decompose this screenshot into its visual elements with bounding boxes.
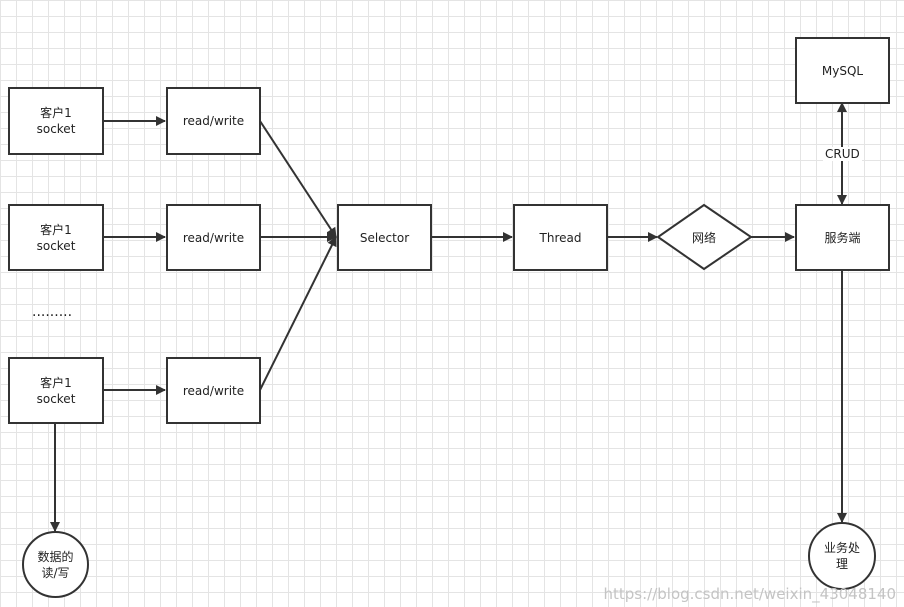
selector-box: Selector: [337, 204, 432, 271]
thread-box: Thread: [513, 204, 608, 271]
data-rw-circle: 数据的 读/写: [22, 531, 89, 598]
read-write-label: read/write: [182, 230, 245, 245]
read-write-label: read/write: [182, 383, 245, 398]
selector-label: Selector: [359, 230, 410, 245]
read-write-box-2: read/write: [166, 204, 261, 271]
server-box: 服务端: [795, 204, 890, 271]
read-write-box-3: read/write: [166, 357, 261, 424]
watermark: https://blog.csdn.net/weixin_43048140: [603, 585, 896, 603]
client-socket-box-1: 客户1 socket: [8, 87, 104, 155]
client-socket-label: 客户1 socket: [36, 375, 76, 406]
network-label: 网络: [691, 231, 716, 245]
arrow-rw1-selector: [259, 120, 337, 238]
network-diamond: [656, 203, 753, 271]
business-label: 业务处 理: [823, 541, 860, 571]
read-write-box-1: read/write: [166, 87, 261, 155]
client-socket-box-2: 客户1 socket: [8, 204, 104, 271]
client-socket-label: 客户1 socket: [36, 106, 76, 136]
client-socket-label: 客户1 socket: [36, 222, 76, 253]
data-rw-label: 数据的 读/写: [37, 549, 74, 580]
business-circle: 业务处 理: [808, 522, 876, 590]
ellipsis-separator: .........: [32, 304, 73, 320]
thread-label: Thread: [539, 230, 582, 245]
server-label: 服务端: [824, 230, 861, 245]
mysql-box: MySQL: [795, 37, 890, 104]
arrow-rw3-selector: [259, 236, 337, 391]
crud-label: CRUD: [823, 147, 862, 161]
read-write-label: read/write: [182, 114, 245, 128]
mysql-label: MySQL: [821, 63, 864, 78]
client-socket-box-3: 客户1 socket: [8, 357, 104, 424]
